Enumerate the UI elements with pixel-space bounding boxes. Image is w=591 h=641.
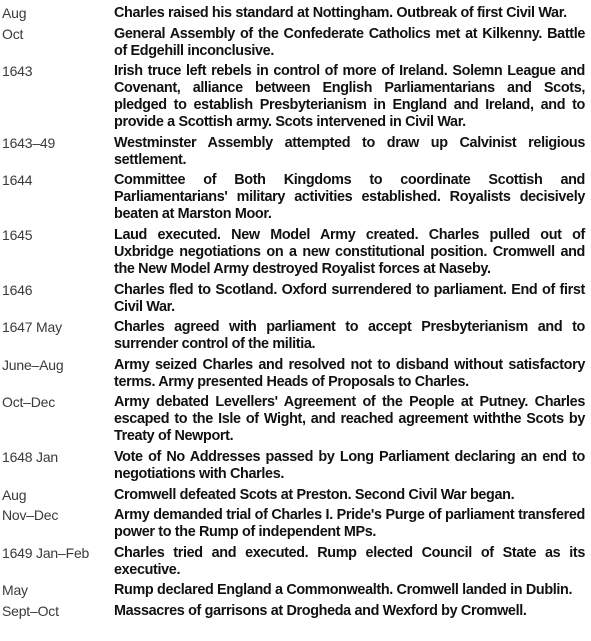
- timeline-entry: 1643 Irish truce left rebels in control …: [0, 63, 585, 131]
- timeline-entry: May Rump declared England a Commonwealth…: [0, 582, 585, 599]
- entry-date: 1644: [2, 172, 33, 189]
- timeline-entry: 1647 May Charles agreed with parliament …: [0, 319, 585, 353]
- entry-date: Nov–Dec: [2, 507, 59, 524]
- entry-text: Charles fled to Scotland. Oxford surrend…: [114, 281, 585, 315]
- entry-date: 1649 Jan–Feb: [2, 544, 90, 561]
- entry-date: May: [2, 582, 28, 599]
- timeline-entry: 1645 Laud executed. New Model Army creat…: [0, 227, 585, 278]
- timeline-entry: Oct–Dec Army debated Levellers' Agreemen…: [0, 394, 585, 445]
- entry-text: Rump declared England a Commonwealth. Cr…: [114, 582, 573, 599]
- timeline-entry: 1644 Committee of Both Kingdoms to coord…: [0, 172, 585, 223]
- entry-text: Charles agreed with parliament to accept…: [114, 319, 585, 353]
- entry-date: 1646: [2, 281, 33, 298]
- entry-date: Aug: [2, 5, 27, 21]
- entry-text: Westminster Assembly attempted to draw u…: [114, 134, 585, 168]
- timeline-entry: Aug Charles raised his standard at Notti…: [0, 5, 585, 22]
- entry-date: June–Aug: [2, 356, 64, 373]
- entry-text: Vote of No Addresses passed by Long Parl…: [114, 448, 585, 482]
- entry-text: General Assembly of the Confederate Cath…: [114, 25, 585, 59]
- entry-text: Massacres of garrisons at Drogheda and W…: [114, 602, 527, 619]
- entry-date: 1647 May: [2, 319, 62, 336]
- entry-text: Irish truce left rebels in control of mo…: [114, 63, 585, 131]
- entry-text: Charles tried and executed. Rump elected…: [114, 544, 585, 578]
- entry-text: Cromwell defeated Scots at Preston. Seco…: [114, 486, 515, 503]
- entry-date: 1645: [2, 226, 33, 243]
- timeline-entry: Oct General Assembly of the Confederate …: [0, 26, 585, 60]
- entry-date: 1643: [2, 63, 33, 80]
- timeline-entry: Aug Cromwell defeated Scots at Preston. …: [0, 487, 585, 504]
- timeline-entry: 1646 Charles fled to Scotland. Oxford su…: [0, 282, 585, 316]
- entry-date: 1648 Jan: [2, 448, 59, 465]
- entry-date: Oct–Dec: [2, 394, 56, 411]
- entry-text: Army demanded trial of Charles I. Pride'…: [114, 507, 585, 541]
- timeline-entry: Nov–Dec Army demanded trial of Charles I…: [0, 507, 585, 541]
- timeline-entry: 1643–49 Westminster Assembly attempted t…: [0, 135, 585, 169]
- timeline-entry: June–Aug Army seized Charles and resolve…: [0, 357, 585, 391]
- entry-date: Sept–Oct: [2, 602, 59, 619]
- entry-text: Army debated Levellers' Agreement of the…: [114, 394, 585, 445]
- entry-date: Aug: [2, 486, 27, 503]
- entry-text: Committee of Both Kingdoms to coordinate…: [114, 172, 585, 223]
- entry-date: 1643–49: [2, 134, 56, 151]
- timeline-entry: Sept–Oct Massacres of garrisons at Drogh…: [0, 603, 585, 620]
- timeline-entry: 1648 Jan Vote of No Addresses passed by …: [0, 449, 585, 483]
- entry-text: Charles raised his standard at Nottingha…: [114, 5, 567, 21]
- entry-date: Oct: [2, 25, 24, 42]
- entry-text: Laud executed. New Model Army created. C…: [114, 226, 585, 277]
- timeline-entry: 1649 Jan–Feb Charles tried and executed.…: [0, 545, 585, 579]
- entry-text: Army seized Charles and resolved not to …: [114, 356, 585, 390]
